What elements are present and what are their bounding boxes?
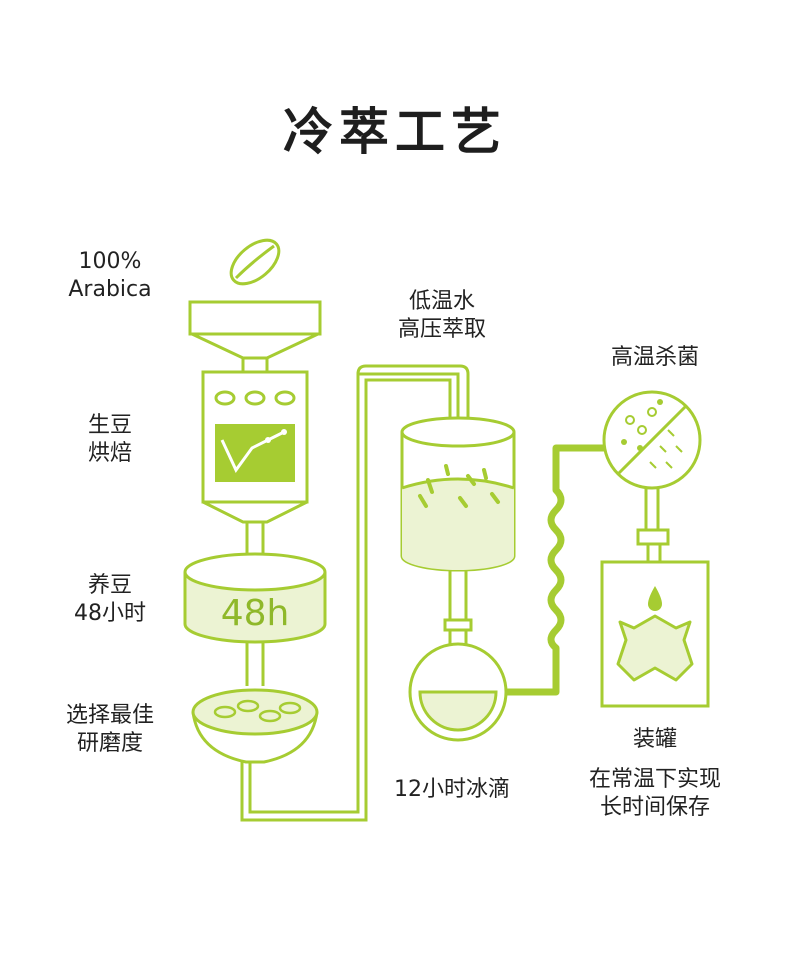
label-beans-line2: Arabica (68, 277, 152, 302)
label-can-line1: 装罐 (632, 727, 677, 752)
coil-pipe (506, 444, 606, 696)
rest-duration-badge: 48h (221, 593, 290, 634)
label-roast-line2: 烘焙 (87, 441, 132, 466)
label-can-desc: 在常温下实现 长时间保存 (565, 766, 745, 822)
label-rest: 养豆 48小时 (60, 572, 160, 628)
label-extract: 低温水 高压萃取 (372, 288, 512, 344)
label-sterilize: 高温杀菌 (585, 344, 725, 372)
label-drip-line1: 12小时冰滴 (394, 777, 510, 802)
label-roast: 生豆 烘焙 (70, 412, 150, 468)
label-grind: 选择最佳 研磨度 (40, 702, 180, 758)
label-can-title: 装罐 (605, 726, 705, 754)
pipe-grinder-to-extractor (248, 364, 470, 814)
label-drip: 12小时冰滴 (372, 776, 532, 804)
page-title: 冷萃工艺 (283, 103, 507, 161)
can-icon (600, 560, 710, 708)
label-rest-line2: 48小时 (74, 601, 146, 626)
pipe-outline (240, 378, 452, 822)
roaster-icon (201, 370, 309, 560)
hopper-icon (188, 300, 322, 374)
label-rest-line1: 养豆 (87, 573, 132, 598)
label-sterilize-line1: 高温杀菌 (610, 345, 699, 370)
extractor-icon (400, 416, 516, 620)
flask-icon (408, 618, 508, 742)
label-roast-line1: 生豆 (87, 413, 132, 438)
label-extract-line1: 低温水 (408, 289, 475, 314)
coffee-bean-icon (229, 238, 281, 286)
droplet-icon (648, 586, 662, 611)
label-extract-line2: 高压萃取 (397, 317, 486, 342)
label-grind-line2: 研磨度 (76, 731, 143, 756)
label-grind-line1: 选择最佳 (65, 703, 154, 728)
resting-drum-icon: 48h (183, 552, 327, 686)
label-beans: 100% Arabica (50, 248, 170, 304)
label-beans-line1: 100% (78, 249, 142, 274)
grinder-icon (191, 688, 319, 764)
label-can-line3: 长时间保存 (599, 795, 710, 820)
label-can-line2: 在常温下实现 (588, 767, 721, 792)
sterilizer-icon (602, 390, 702, 576)
